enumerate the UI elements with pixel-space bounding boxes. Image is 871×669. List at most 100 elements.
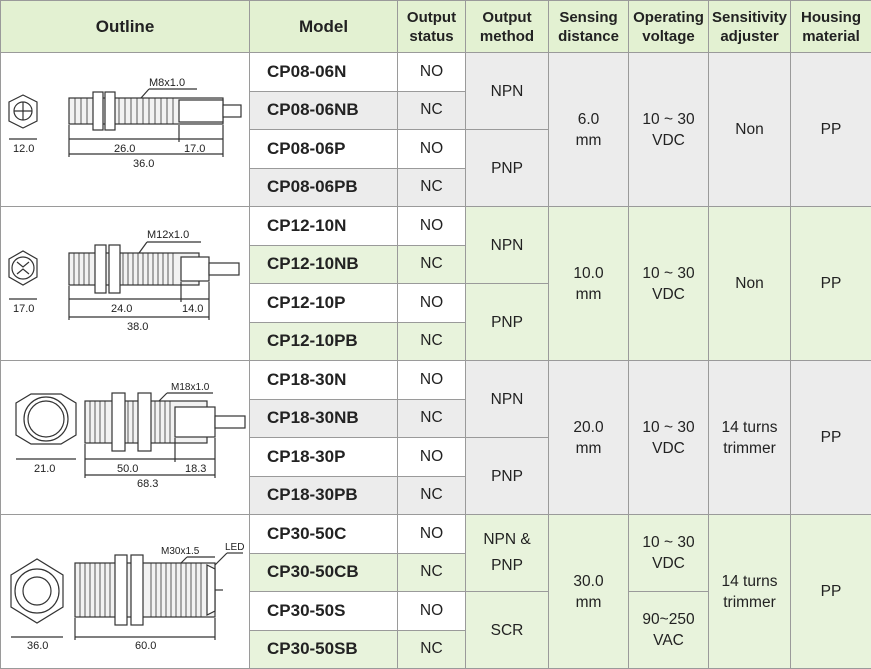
sensor-outline-m30: M30x1.5 LED 36.0 60.0 <box>1 517 248 667</box>
adjuster-text: trimmer <box>723 440 776 457</box>
header-text: status <box>409 28 453 45</box>
model-cell: CP12-10P <box>250 284 398 323</box>
method-text: PNP <box>491 468 523 485</box>
total-length-label: 68.3 <box>137 478 158 490</box>
header-text: distance <box>558 28 619 45</box>
method-cell: PNP <box>466 438 549 515</box>
header-text: Output <box>482 9 531 26</box>
model-cell: CP30-50CB <box>250 553 398 592</box>
status-cell: NC <box>398 168 466 207</box>
method-text: NPN <box>491 83 524 100</box>
dim-b-label: 18.3 <box>185 463 206 475</box>
voltage-cell: 10 ~ 30 VDC <box>629 53 709 207</box>
method-cell: PNP <box>466 130 549 207</box>
sensor-outline-m18: M18x1.0 21.0 50.0 18.3 68.3 <box>1 363 248 513</box>
header-text: method <box>480 28 534 45</box>
voltage-value: 10 ~ 30 <box>642 534 694 551</box>
voltage-unit: VDC <box>652 286 685 303</box>
header-text: adjuster <box>720 28 778 45</box>
voltage-unit: VDC <box>652 555 685 572</box>
total-length-label: 36.0 <box>133 158 154 170</box>
method-text: NPN <box>491 391 524 408</box>
table-row: M18x1.0 21.0 50.0 18.3 68.3 CP18-30N NO … <box>1 361 871 400</box>
method-text: SCR <box>491 622 524 639</box>
status-cell: NC <box>398 476 466 515</box>
model-cell: CP18-30NB <box>250 399 398 438</box>
status-cell: NC <box>398 91 466 130</box>
model-cell: CP12-10NB <box>250 245 398 284</box>
method-text: PNP <box>491 160 523 177</box>
material-cell: PP <box>791 53 871 207</box>
method-cell: SCR <box>466 592 549 669</box>
header-output-status: Output status <box>398 1 466 53</box>
status-cell: NC <box>398 553 466 592</box>
status-cell: NC <box>398 322 466 361</box>
model-cell: CP30-50S <box>250 592 398 631</box>
header-outline: Outline <box>1 1 250 53</box>
dim-b-label: 17.0 <box>184 143 205 155</box>
distance-unit: mm <box>576 132 602 149</box>
model-cell: CP08-06N <box>250 53 398 92</box>
adjuster-cell: Non <box>709 207 791 361</box>
dim-a-label: 60.0 <box>135 640 156 652</box>
header-text: material <box>802 28 860 45</box>
status-cell: NO <box>398 592 466 631</box>
dim-b-label: 14.0 <box>182 303 203 315</box>
outline-drawing-m8: M8x1.0 12.0 26.0 17.0 36.0 <box>1 53 250 207</box>
table-row: M8x1.0 12.0 26.0 17.0 36.0 CP08-06N NO N… <box>1 53 871 92</box>
header-text: Output <box>407 9 456 26</box>
sensor-outline-m12: M12x1.0 17.0 24.0 14.0 38.0 <box>1 209 248 359</box>
header-model: Model <box>250 1 398 53</box>
model-cell: CP08-06P <box>250 130 398 169</box>
method-text: NPN & <box>483 531 530 548</box>
material-cell: PP <box>791 361 871 515</box>
voltage-unit: VAC <box>653 632 684 649</box>
model-cell: CP12-10N <box>250 207 398 246</box>
header-text: Sensing <box>559 9 617 26</box>
method-cell: NPN <box>466 361 549 438</box>
distance-unit: mm <box>576 594 602 611</box>
adjuster-text: 14 turns <box>721 573 777 590</box>
voltage-unit: VDC <box>652 132 685 149</box>
adjuster-cell: Non <box>709 53 791 207</box>
model-cell: CP18-30N <box>250 361 398 400</box>
header-sensing-distance: Sensing distance <box>549 1 629 53</box>
status-cell: NO <box>398 515 466 554</box>
voltage-value: 90~250 <box>642 611 694 628</box>
status-cell: NC <box>398 630 466 669</box>
sensor-outline-m8: M8x1.0 12.0 26.0 17.0 36.0 <box>1 55 248 205</box>
method-cell: NPN & PNP <box>466 515 549 592</box>
method-cell: NPN <box>466 53 549 130</box>
model-cell: CP30-50SB <box>250 630 398 669</box>
model-cell: CP18-30PB <box>250 476 398 515</box>
method-text: PNP <box>491 557 523 574</box>
status-cell: NO <box>398 438 466 477</box>
header-text: voltage <box>642 28 695 45</box>
header-text: Sensitivity <box>712 9 787 26</box>
voltage-value: 10 ~ 30 <box>642 111 694 128</box>
adjuster-text: Non <box>735 121 763 138</box>
led-label: LED <box>225 542 244 553</box>
total-length-label: 38.0 <box>127 321 148 333</box>
dim-a-label: 26.0 <box>114 143 135 155</box>
status-cell: NO <box>398 284 466 323</box>
outline-drawing-m12: M12x1.0 17.0 24.0 14.0 38.0 <box>1 207 250 361</box>
outline-drawing-m18: M18x1.0 21.0 50.0 18.3 68.3 <box>1 361 250 515</box>
distance-value: 30.0 <box>573 573 603 590</box>
status-cell: NO <box>398 53 466 92</box>
dim-a-label: 50.0 <box>117 463 138 475</box>
voltage-value: 10 ~ 30 <box>642 419 694 436</box>
method-text: NPN <box>491 237 524 254</box>
distance-unit: mm <box>576 286 602 303</box>
thread-label: M12x1.0 <box>147 229 189 241</box>
thread-label: M18x1.0 <box>171 382 210 393</box>
adjuster-text: trimmer <box>723 594 776 611</box>
model-cell: CP08-06PB <box>250 168 398 207</box>
